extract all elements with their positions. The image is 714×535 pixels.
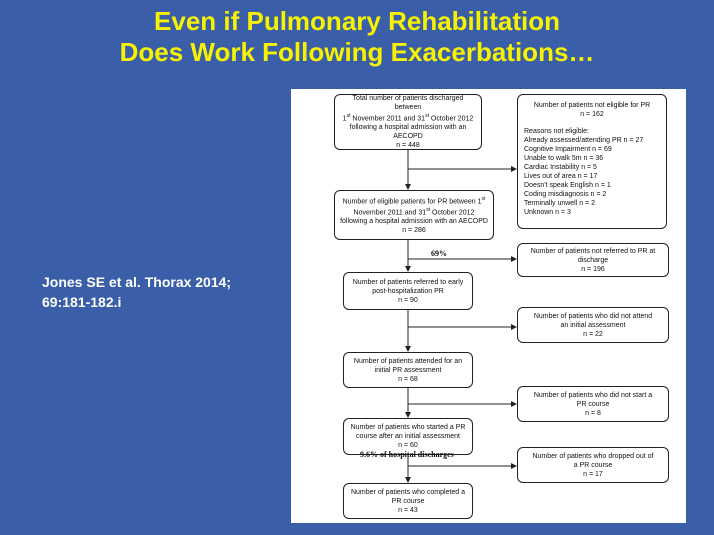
box-total-discharged: Total number of patients discharged betw… — [334, 94, 482, 150]
citation: Jones SE et al. Thorax 2014; 69:181-182.… — [42, 272, 282, 312]
box-completed: Number of patients who completed a PR co… — [343, 483, 473, 519]
box-started: Number of patients who started a PR cour… — [343, 418, 473, 455]
title-line-1: Even if Pulmonary Rehabilitation — [154, 6, 560, 36]
title-line-2: Does Work Following Exacerbations… — [119, 37, 595, 67]
box-dropped-out: Number of patients who dropped out of a … — [517, 447, 669, 483]
box-not-referred: Number of patients not referred to PR at… — [517, 243, 669, 277]
box-attended: Number of patients attended for an initi… — [343, 352, 473, 388]
box-not-eligible: Number of patients not eligible for PR n… — [517, 94, 667, 229]
flowchart-connectors — [405, 150, 517, 483]
box-not-start: Number of patients who did not start a P… — [517, 386, 669, 422]
percent-hospital-discharges: 9.6% of hospital discharges — [360, 450, 454, 459]
slide-title: Even if Pulmonary Rehabilitation Does Wo… — [0, 6, 714, 68]
percent-69: 69% — [431, 249, 447, 258]
box-referred: Number of patients referred to early pos… — [343, 272, 473, 310]
box-eligible: Number of eligible patients for PR betwe… — [334, 190, 494, 240]
flowchart-panel: Total number of patients discharged betw… — [291, 89, 686, 523]
citation-line-1: Jones SE et al. Thorax 2014; — [42, 274, 232, 290]
box-not-attend: Number of patients who did not attend an… — [517, 307, 669, 343]
citation-line-2: 69:181-182.i — [42, 294, 122, 310]
